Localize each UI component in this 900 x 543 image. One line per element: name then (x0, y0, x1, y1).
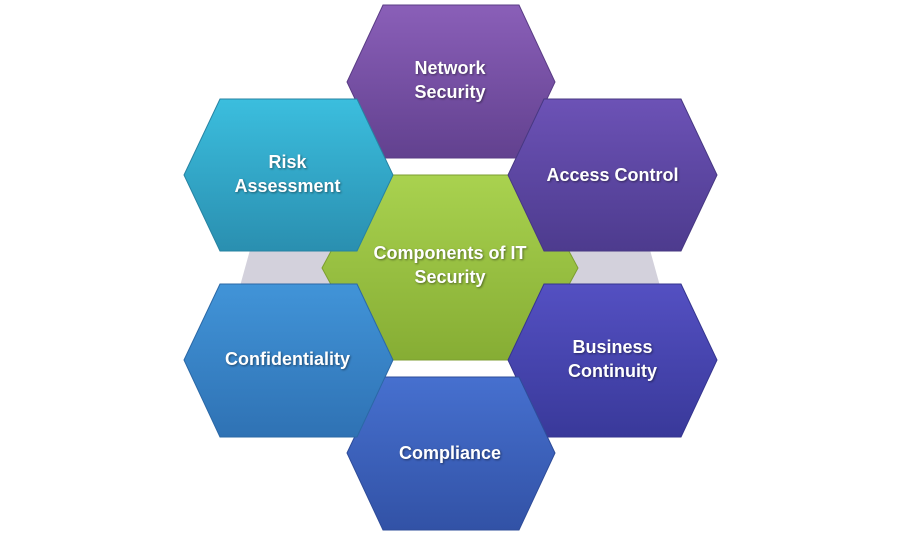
hexagon-confidentiality (183, 283, 394, 438)
node-label-line2: Assessment (234, 176, 341, 196)
node-label-line1: Confidentiality (225, 349, 350, 369)
node-label-line1: Risk (268, 152, 307, 172)
node-label-line1: Network (414, 58, 486, 78)
hexagon-access-control (507, 98, 718, 252)
node-confidentiality: Confidentiality (195, 324, 380, 394)
center-label-line2: Security (414, 267, 486, 287)
node-access-control: Access Control (520, 140, 705, 210)
node-label-line1: Access Control (546, 165, 679, 185)
node-network-security: Network Security (360, 45, 540, 115)
node-label-line2: Security (414, 82, 486, 102)
connector-left (240, 250, 345, 286)
node-compliance: Compliance (360, 418, 540, 488)
node-business-continuity: Business Continuity (520, 324, 705, 394)
node-label-line2: Continuity (568, 361, 657, 381)
hexagon-risk-assessment (183, 98, 394, 252)
center-label: Components of IT Security (340, 230, 560, 300)
node-label-line1: Business (572, 337, 653, 357)
node-risk-assessment: Risk Assessment (195, 139, 380, 209)
connector-right (560, 250, 660, 286)
center-label-line1: Components of IT (373, 243, 527, 263)
node-label-line1: Compliance (398, 443, 502, 463)
